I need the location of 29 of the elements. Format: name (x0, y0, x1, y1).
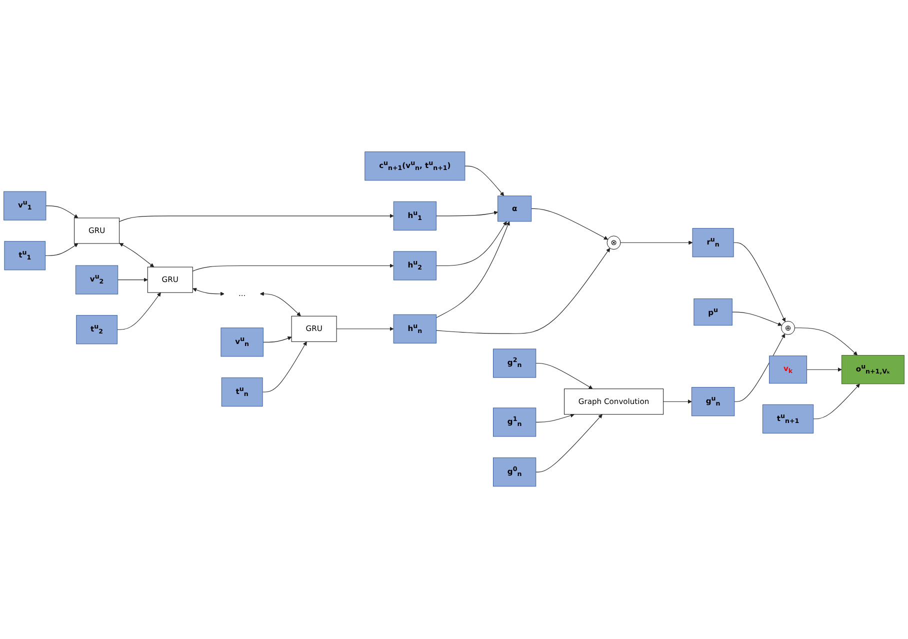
arrow (192, 264, 394, 272)
arrow (806, 368, 842, 372)
arrow (734, 334, 786, 402)
arrow (45, 244, 78, 256)
arrow (260, 292, 301, 317)
arrow (536, 363, 593, 390)
arrow (733, 242, 786, 322)
arrow (732, 312, 782, 326)
arrow (336, 327, 394, 332)
arrow (436, 222, 510, 318)
arrow (46, 206, 78, 219)
arrow (663, 400, 692, 404)
arrow (262, 336, 292, 343)
arrow (192, 288, 224, 296)
arrow (436, 211, 498, 217)
arrow (119, 214, 394, 222)
arrow (464, 166, 504, 197)
arrow (794, 328, 858, 356)
arrow (436, 248, 610, 334)
arrow (531, 208, 608, 240)
arrow (620, 241, 693, 246)
arrow (116, 292, 161, 330)
arrow (436, 222, 507, 266)
arrow (118, 278, 148, 282)
arrow (813, 384, 860, 420)
arrow (119, 243, 154, 268)
arrow (536, 414, 602, 473)
arrow (536, 414, 574, 423)
arrow (262, 342, 307, 393)
